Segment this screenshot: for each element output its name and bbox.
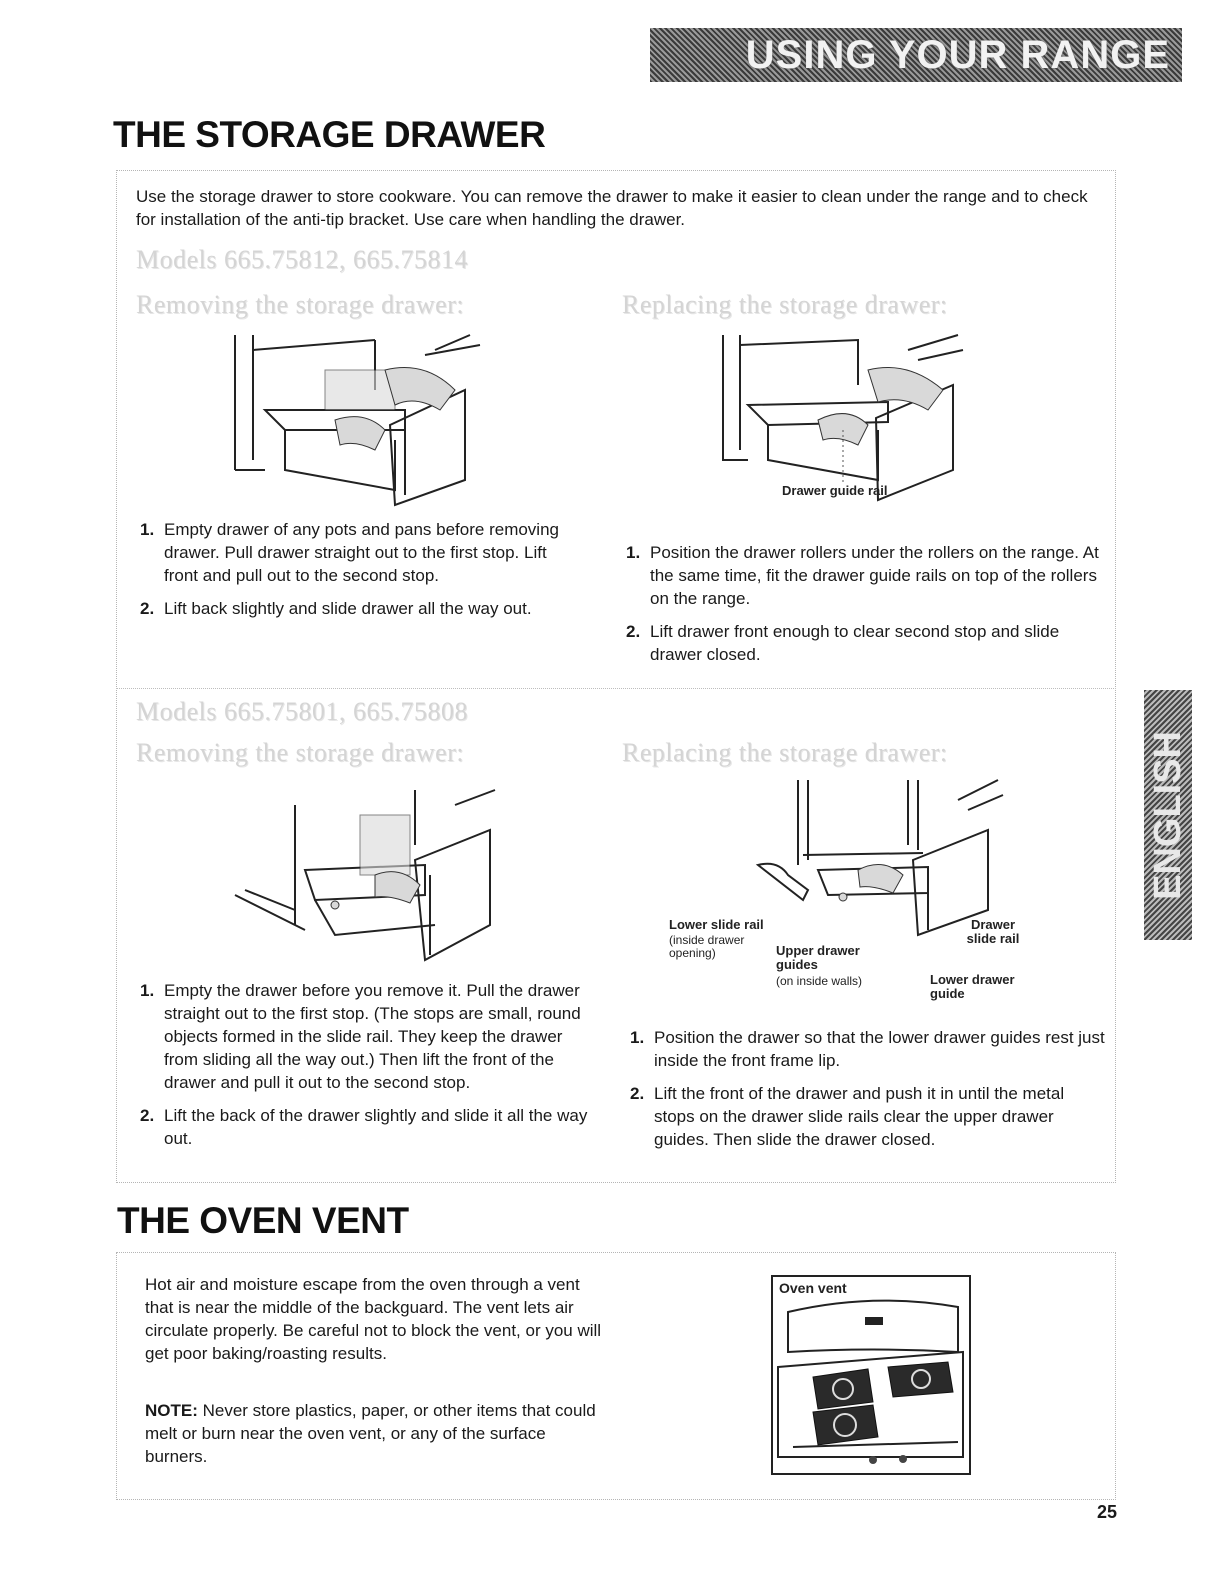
oven-vent-paragraph: Hot air and moisture escape from the ove… (145, 1275, 602, 1363)
models-a-remove-heading: Removing the storage drawer: (136, 290, 465, 319)
models-b-heading: Models 665.75801, 665.75808 (136, 697, 468, 726)
storage-drawer-title: THE STORAGE DRAWER (113, 114, 546, 155)
language-tab-label: ENGLISH (1146, 730, 1189, 900)
step-item: 1. Position the drawer rollers under the … (626, 541, 1101, 610)
step-item: 2. Lift back slightly and slide drawer al… (140, 597, 580, 620)
drawer-removal-illustration-b (234, 789, 496, 962)
drawer-replace-illustration (722, 334, 964, 502)
models-a-replace-heading: Replacing the storage drawer: (622, 290, 948, 319)
step-item: 2. Lift drawer front enough to clear seco… (626, 620, 1101, 666)
models-b-remove-heading: Removing the storage drawer: (136, 738, 465, 767)
label-lower-drawer-guide: Lower drawer guide (930, 972, 1015, 1001)
label-oven-vent: Oven vent (777, 1280, 849, 1296)
drawer-removal-illustration (234, 334, 481, 507)
models-b-remove-steps: 1. Empty the drawer before you remove it.… (140, 979, 595, 1160)
step-text: Lift the back of the drawer slightly and… (164, 1106, 588, 1148)
storage-drawer-frame (116, 170, 1116, 1183)
step-text: Empty the drawer before you remove it. P… (164, 981, 581, 1092)
step-item: 2. Lift the back of the drawer slightly a… (140, 1104, 595, 1150)
step-text: Lift the front of the drawer and push it… (654, 1084, 1065, 1149)
range-top-illustration (777, 1299, 964, 1464)
vent-slot (865, 1317, 883, 1325)
label-lower-slide-rail: Lower slide rail (669, 917, 764, 932)
step-text: Lift back slightly and slide drawer all … (164, 599, 532, 618)
oven-vent-frame (116, 1252, 1116, 1500)
step-number: 1. (140, 520, 155, 539)
step-number: 1. (630, 1028, 645, 1047)
label-on-inside-walls: (on inside walls) (776, 974, 863, 988)
step-item: 1. Empty drawer of any pots and pans befo… (140, 518, 580, 587)
models-b-replace-steps: 1. Position the drawer so that the lower … (630, 1026, 1105, 1161)
label-drawer-slide-rail: Drawer slide rail (966, 917, 1020, 946)
oven-vent-figure: Oven vent (771, 1275, 971, 1475)
step-text: Position the drawer so that the lower dr… (654, 1028, 1105, 1070)
models-a-replace-steps: 1. Position the drawer rollers under the … (626, 541, 1101, 676)
drawer-replace-illustration-b (755, 779, 1004, 937)
step-number: 2. (140, 1106, 155, 1125)
oven-vent-note: NOTE: Never store plastics, paper, or ot… (145, 1399, 605, 1468)
models-a-heading: Models 665.75812, 665.75814 (136, 245, 468, 274)
step-item: 2. Lift the front of the drawer and push … (630, 1082, 1105, 1151)
step-item: 1. Position the drawer so that the lower … (630, 1026, 1105, 1072)
note-label: NOTE: (145, 1401, 198, 1420)
banner-title: USING YOUR RANGE (745, 32, 1170, 77)
models-b-replace-heading: Replacing the storage drawer: (622, 738, 948, 767)
section-divider (116, 688, 1116, 689)
step-number: 2. (140, 599, 155, 618)
step-number: 2. (630, 1084, 645, 1103)
step-text: Lift drawer front enough to clear second… (650, 622, 1060, 664)
oven-vent-title: THE OVEN VENT (117, 1200, 409, 1241)
label-drawer-guide-rail: Drawer guide rail (782, 483, 888, 498)
step-text: Position the drawer rollers under the ro… (650, 543, 1099, 608)
language-tab: ENGLISH (1144, 690, 1192, 940)
label-inside-drawer-opening: (inside drawer opening) (669, 933, 745, 960)
label-upper-drawer-guides: Upper drawer guides (776, 943, 860, 972)
step-number: 1. (626, 543, 641, 562)
storage-intro: Use the storage drawer to store cookware… (136, 187, 1088, 229)
step-number: 1. (140, 981, 155, 1000)
step-item: 1. Empty the drawer before you remove it.… (140, 979, 595, 1094)
page-number: 25 (1097, 1502, 1118, 1522)
note-text: Never store plastics, paper, or other it… (145, 1401, 596, 1466)
step-text: Empty drawer of any pots and pans before… (164, 520, 559, 585)
section-banner: USING YOUR RANGE (650, 28, 1182, 82)
step-number: 2. (626, 622, 641, 641)
models-a-remove-steps: 1. Empty drawer of any pots and pans befo… (140, 518, 580, 630)
